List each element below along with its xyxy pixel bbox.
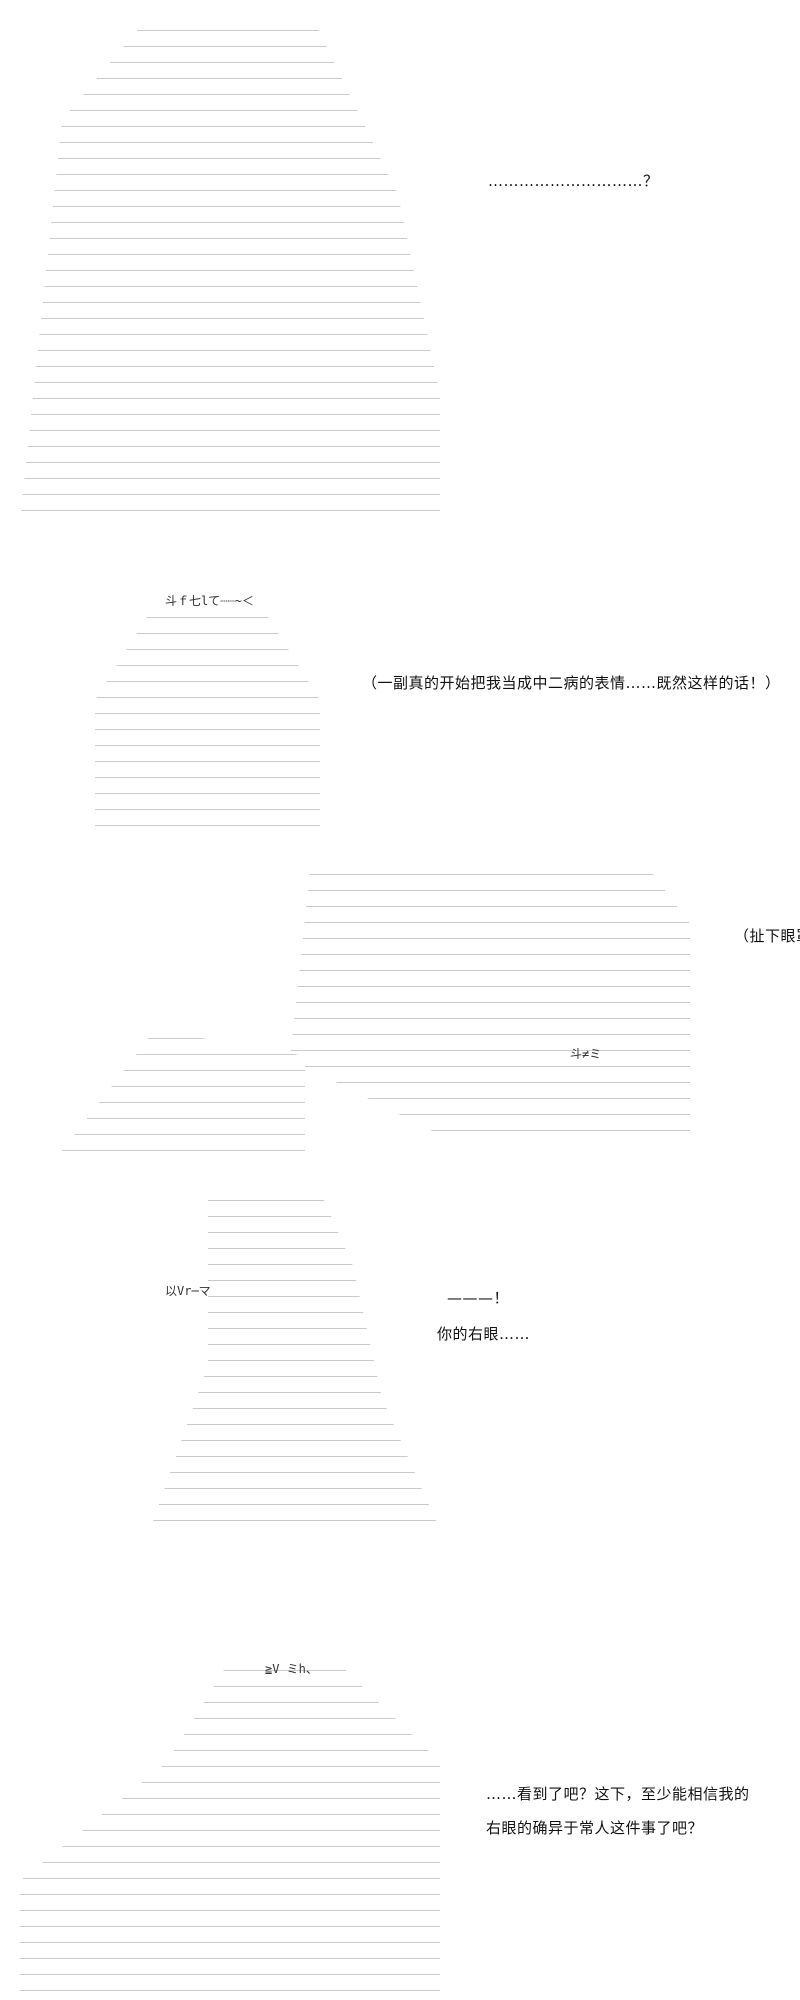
dialogue-panel-4: 你的右眼…… <box>437 1325 531 1343</box>
dialogue-panel-4-exclaim: ———！ <box>447 1289 510 1307</box>
dialogue-panel-5-line-2: 右眼的确异于常人这件事了吧？ <box>486 1819 704 1837</box>
dialogue-panel-1: …………………………？ <box>488 172 659 190</box>
character-art-panel-3 <box>290 870 690 1140</box>
dialogue-panel-5-line-1: ……看到了吧？这下，至少能相信我的 <box>486 1785 750 1803</box>
character-art-panel-2 <box>95 610 320 835</box>
hand-art-panel-3 <box>55 1030 305 1160</box>
character-art-panel-4 <box>150 1200 440 1530</box>
dialogue-panel-2: （一副真的开始把我当成中二病的表情……既然这样的话！） <box>362 674 781 692</box>
art-text-panel-5: ≧V ミh、 <box>265 1662 318 1676</box>
art-text-panel-4: 以Vr─マ <box>165 1284 211 1298</box>
character-art-panel-5 <box>20 1660 440 2000</box>
art-text-panel-2: 斗ｆ七lて┈┈~＜ <box>165 594 254 608</box>
dialogue-panel-3: （扯下眼罩） <box>734 927 800 945</box>
art-text-panel-3: 斗≠ミ <box>570 1047 602 1061</box>
character-art-panel-1 <box>20 20 440 520</box>
